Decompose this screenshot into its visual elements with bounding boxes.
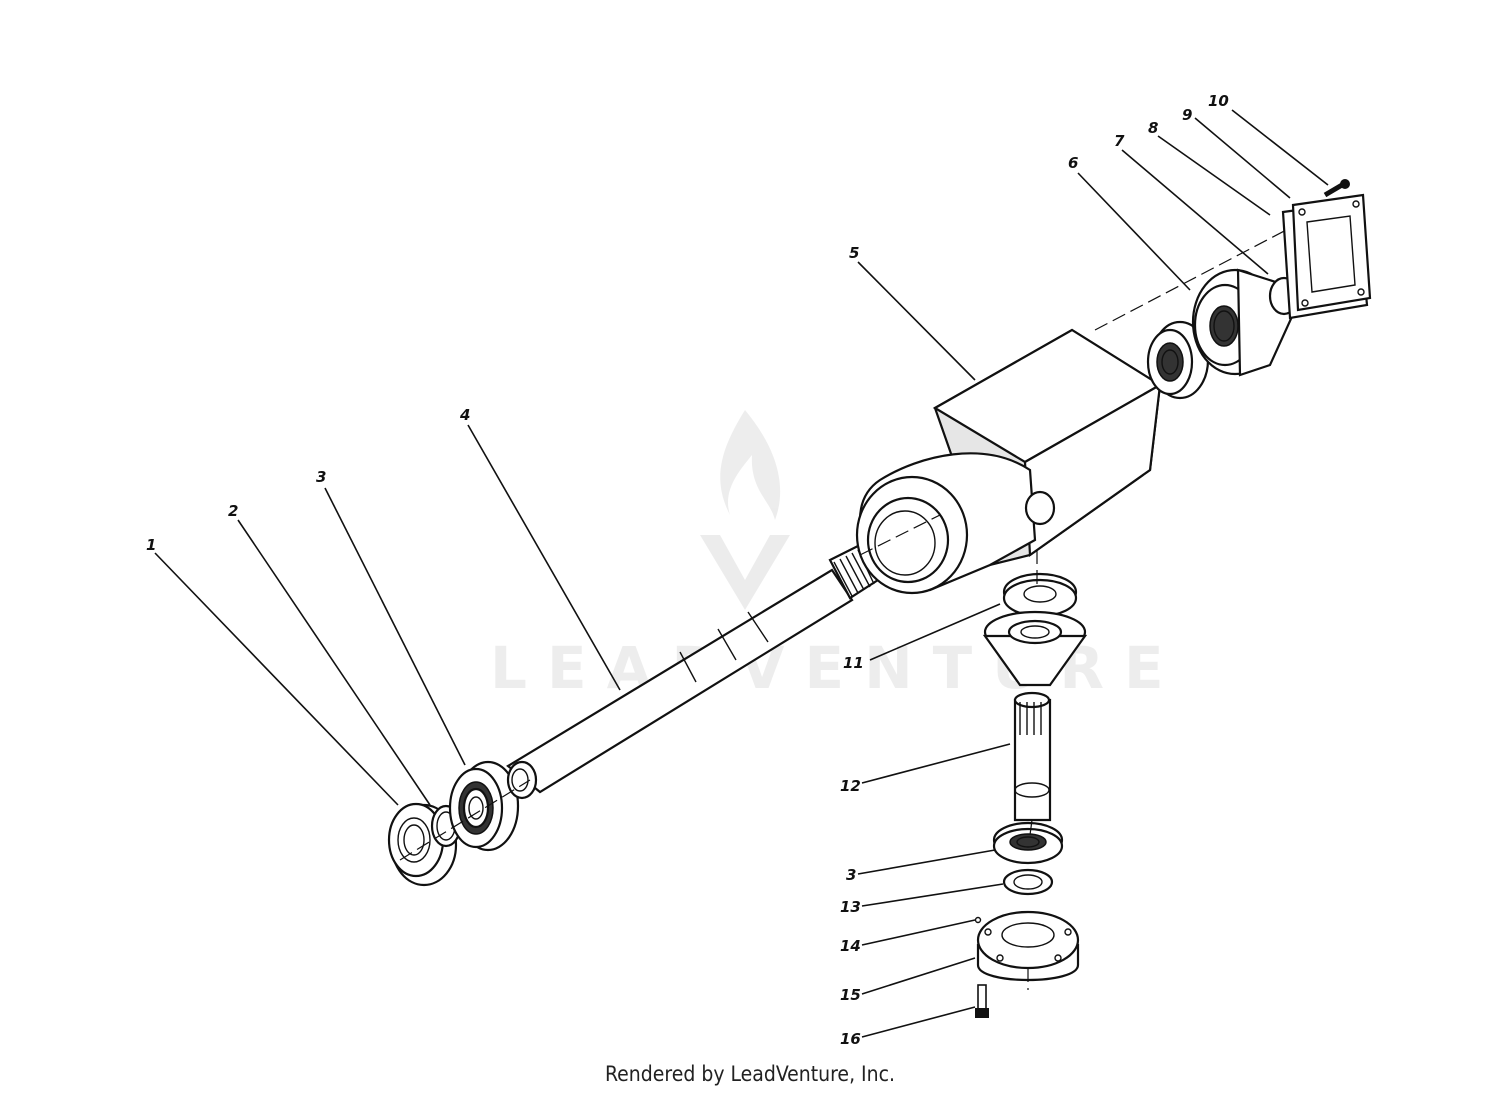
callout-11: 11 [843, 654, 864, 672]
part-14-gasket-mark [974, 916, 982, 924]
callout-5: 5 [849, 244, 859, 262]
part-9-cover-plate [1291, 193, 1372, 312]
callout-13: 13 [840, 898, 861, 916]
part-3-lower-bearing [992, 821, 1064, 865]
callout-9: 9 [1182, 106, 1192, 124]
part-5-gearbox-housing [855, 328, 1163, 595]
part-10-screw [1323, 179, 1350, 198]
callout-2: 2 [228, 502, 238, 520]
callout-10: 10 [1208, 92, 1229, 110]
callout-leaders [154, 109, 1329, 1038]
part-11-bearing [1002, 572, 1078, 618]
callout-labels: 1 2 3 4 5 6 7 8 9 10 11 12 3 13 14 15 16 [146, 92, 1229, 1048]
part-7-bevel-gear [1191, 268, 1300, 377]
callout-14: 14 [840, 937, 861, 955]
callout-3-lower: 3 [846, 866, 856, 884]
callout-1: 1 [146, 536, 156, 554]
footer-credit: Rendered by LeadVenture, Inc. [605, 1062, 895, 1086]
watermark-logo [700, 410, 790, 610]
assembly-centerlines [399, 227, 1291, 990]
callout-16: 16 [840, 1030, 861, 1048]
part-13-seal [1002, 868, 1054, 896]
part-11-bevel-gear [982, 610, 1088, 687]
callout-15: 15 [840, 986, 861, 1004]
part-12-pinion-shaft [1013, 691, 1052, 822]
part-16-bolt [975, 984, 989, 1018]
callout-4: 4 [459, 406, 470, 424]
callout-7: 7 [1114, 132, 1125, 150]
callout-12: 12 [840, 777, 861, 795]
callout-6: 6 [1068, 154, 1078, 172]
part-15-flange [976, 910, 1080, 982]
callout-3: 3 [316, 468, 326, 486]
part-6-bearing [1146, 320, 1210, 400]
callout-8: 8 [1148, 119, 1158, 137]
